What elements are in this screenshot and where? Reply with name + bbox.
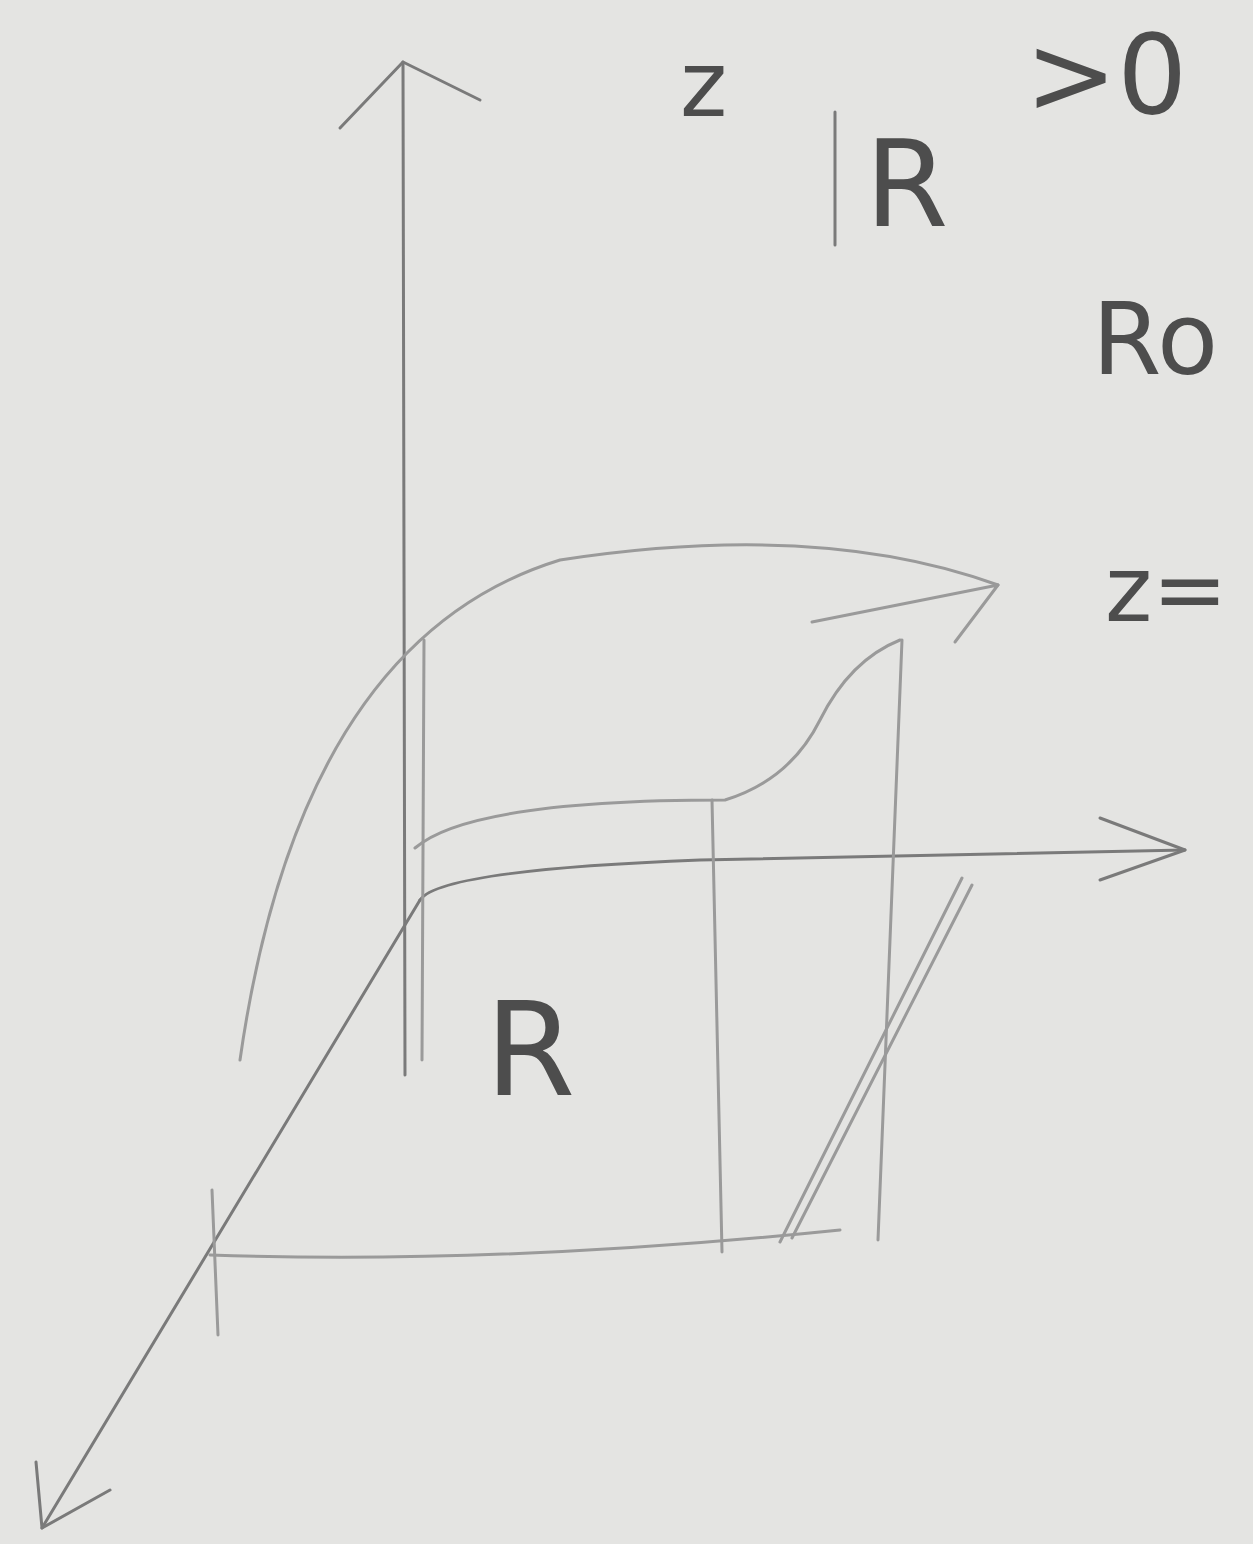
vertical-line [212, 1190, 218, 1335]
vertical-line [878, 640, 902, 1240]
vertical-line [712, 800, 722, 1252]
note-text: z= [1105, 545, 1228, 635]
axis-arrowhead [340, 62, 480, 128]
region-edge [792, 885, 972, 1238]
surface-arrowhead [812, 585, 998, 642]
axis-name: z [680, 40, 727, 130]
region-name: R [865, 125, 948, 245]
region-edge [780, 878, 962, 1242]
surface-curve [415, 640, 900, 848]
inequality: >0 [1025, 20, 1187, 130]
axis-arrowhead [1100, 818, 1185, 880]
region-edge [210, 1230, 840, 1257]
vertical-line [422, 640, 424, 1060]
note-text: Ro [1092, 290, 1218, 390]
region-name: R [485, 985, 575, 1115]
y-axis [420, 850, 1185, 900]
restriction-bar [834, 112, 837, 245]
axis-arrowhead [36, 1462, 110, 1528]
surface-curve [240, 545, 998, 1060]
x-axis [42, 900, 420, 1528]
